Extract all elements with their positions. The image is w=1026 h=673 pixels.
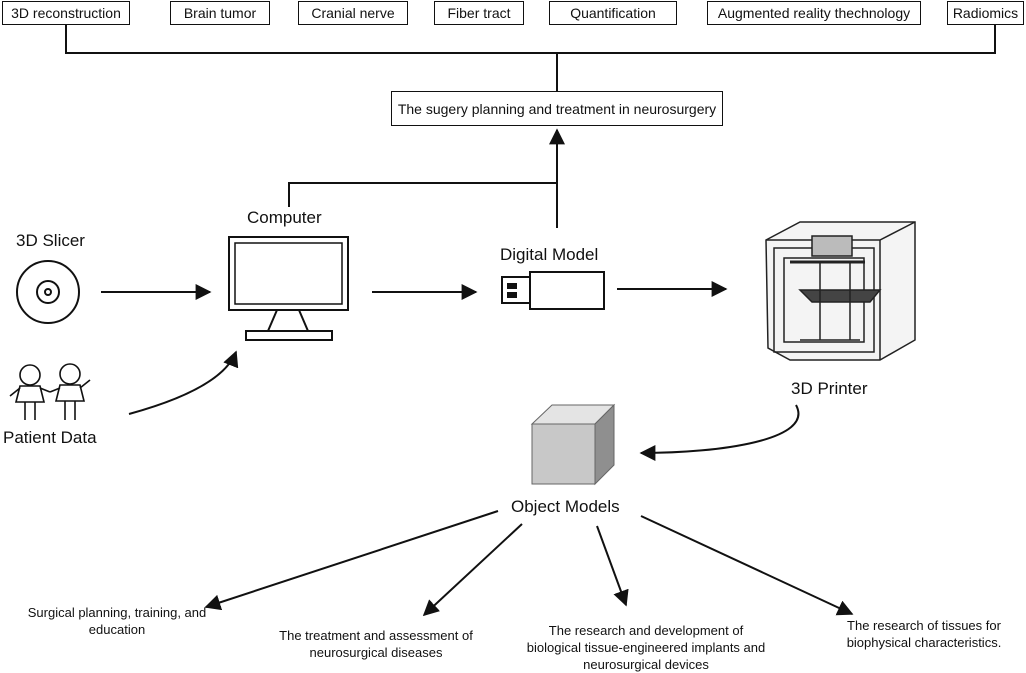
topic-augmented-reality: Augmented reality thechnology <box>707 1 921 25</box>
topic-brain-tumor: Brain tumor <box>170 1 270 25</box>
label-digital-model: Digital Model <box>500 245 599 264</box>
arrow-outcome-2 <box>422 523 523 617</box>
outcome-tissue-research: The research of tissues for biophysical … <box>846 618 1002 650</box>
arrow-outcome-3 <box>596 525 629 607</box>
label-3d-slicer: 3D Slicer <box>16 231 85 250</box>
planning-box: The sugery planning and treatment in neu… <box>391 91 723 126</box>
monitor-icon <box>228 236 349 341</box>
outcome-treatment-assessment: The treatment and assessment of neurosur… <box>279 628 473 660</box>
outcome-research-development: The research and development of biologic… <box>526 623 766 672</box>
topic-3d-reconstruction: 3D reconstruction <box>2 1 130 25</box>
label-object-models: Object Models <box>511 497 620 516</box>
topic-fiber-tract: Fiber tract <box>434 1 524 25</box>
outcome-surgical-planning: Surgical planning, training, and educati… <box>27 605 207 637</box>
usb-drive-icon <box>501 271 605 310</box>
patients-icon <box>9 363 91 420</box>
arrow-outcome-4 <box>640 515 854 616</box>
topics-bracket <box>65 25 996 54</box>
arrow-outcome-1 <box>204 510 499 611</box>
topic-cranial-nerve: Cranial nerve <box>298 1 408 25</box>
label-3d-printer: 3D Printer <box>791 379 868 398</box>
disc-icon <box>16 260 80 324</box>
printer-icon <box>765 221 916 361</box>
cube-icon <box>530 403 616 486</box>
topic-quantification: Quantification <box>549 1 677 25</box>
label-patient-data: Patient Data <box>3 428 97 447</box>
computer-uplink <box>288 182 557 207</box>
arrow-patient-computer <box>128 350 239 415</box>
label-computer: Computer <box>247 208 322 227</box>
arrow-printer-objects <box>639 404 800 461</box>
topic-radiomics: Radiomics <box>947 1 1024 25</box>
